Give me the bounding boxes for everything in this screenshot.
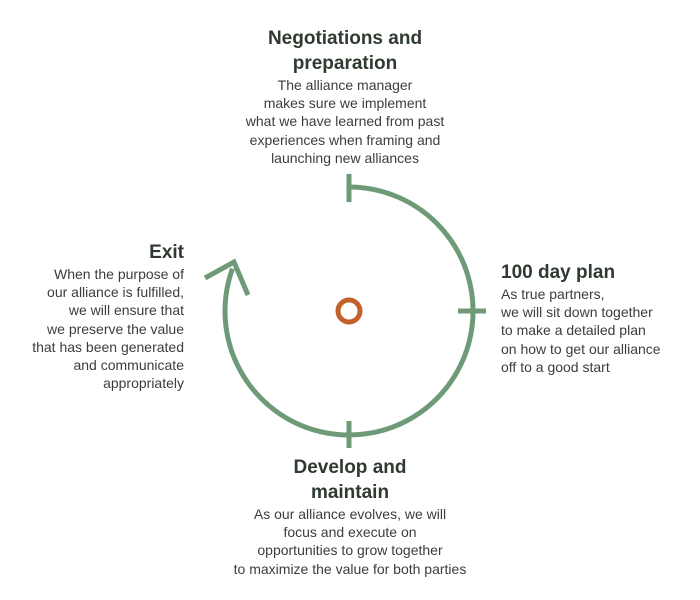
stage-text: on how to get our alliance — [501, 340, 661, 357]
cycle-arc — [222, 184, 476, 438]
stage-text: As our alliance evolves, we will — [253, 506, 447, 522]
stage-text: experiences when framing and — [249, 131, 441, 148]
stage-text: The alliance manager — [277, 77, 413, 93]
stage-title: maintain — [310, 482, 390, 503]
stage-title: preparation — [292, 53, 398, 74]
stage-text: to maximize the value for both parties — [233, 560, 467, 577]
stage-text: we preserve the value — [47, 320, 184, 337]
stage-negotiations: Negotiations and preparation The allianc… — [195, 26, 495, 167]
stage-text: to make a detailed plan — [501, 322, 646, 339]
stage-text: opportunities to grow together — [257, 542, 443, 559]
stage-text: When the purpose of — [54, 266, 184, 282]
stage-text: what we have learned from past — [245, 113, 445, 130]
stage-title: Negotiations and — [267, 28, 423, 49]
center-circle — [335, 297, 363, 325]
stage-text: makes sure we implement — [263, 95, 427, 112]
stage-text: off to a good start — [501, 358, 610, 375]
stage-title: 100 day plan — [501, 262, 616, 283]
stage-develop-maintain: Develop and maintain As our alliance evo… — [175, 455, 525, 578]
stage-text: focus and execute on — [283, 524, 417, 541]
stage-text: we will sit down together — [501, 304, 653, 321]
stage-title: Develop and — [293, 457, 407, 478]
stage-text: that has been generated — [32, 338, 184, 355]
stage-exit: Exit When the purpose of our alliance is… — [4, 240, 184, 392]
stage-text: and communicate — [73, 357, 184, 374]
stage-text: appropriately — [103, 375, 184, 392]
stage-text: launching new alliances — [271, 149, 419, 166]
stage-text: our alliance is fulfilled, — [47, 284, 184, 301]
stage-text: As true partners, — [501, 286, 605, 302]
stage-text: we will ensure that — [68, 302, 184, 319]
stage-title: Exit — [149, 242, 184, 263]
arrow-head-icon — [203, 258, 251, 296]
stage-100-day-plan: 100 day plan As true partners, we will s… — [501, 260, 696, 376]
